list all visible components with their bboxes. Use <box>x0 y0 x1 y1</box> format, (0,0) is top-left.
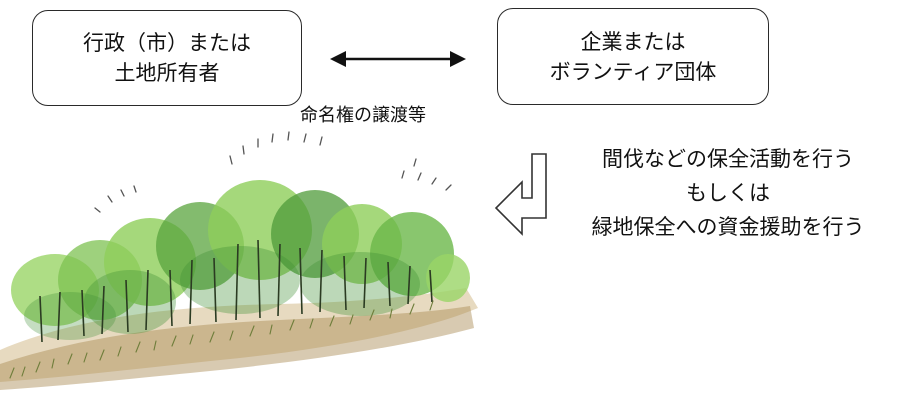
company-volunteer-box: 企業または ボランティア団体 <box>497 8 769 105</box>
government-landowner-box: 行政（市）または 土地所有者 <box>32 10 302 106</box>
action-text-line3: 緑地保全への資金援助を行う <box>591 215 865 239</box>
action-text-line2: もしくは <box>686 181 770 205</box>
grass-strokes <box>9 300 434 379</box>
conservation-action-text: 間伐などの保全活動を行う もしくは 緑地保全への資金援助を行う <box>562 142 894 244</box>
government-landowner-label-line1: 行政（市）または <box>83 31 251 55</box>
action-text-line1: 間伐などの保全活動を行う <box>602 147 854 171</box>
hook-left-arrow-icon <box>494 153 547 236</box>
tree-canopy <box>11 180 470 340</box>
company-volunteer-label-line1: 企業または <box>580 29 686 54</box>
tree-trunks <box>39 239 433 343</box>
government-landowner-label-line2: 土地所有者 <box>114 61 220 85</box>
double-headed-arrow-icon <box>330 51 466 67</box>
forest-illustration <box>0 131 478 390</box>
company-volunteer-label-line2: ボランティア団体 <box>549 59 717 84</box>
naming-rights-transfer-label: 命名権の譲渡等 <box>300 105 426 126</box>
sparkle-marks <box>94 131 452 213</box>
